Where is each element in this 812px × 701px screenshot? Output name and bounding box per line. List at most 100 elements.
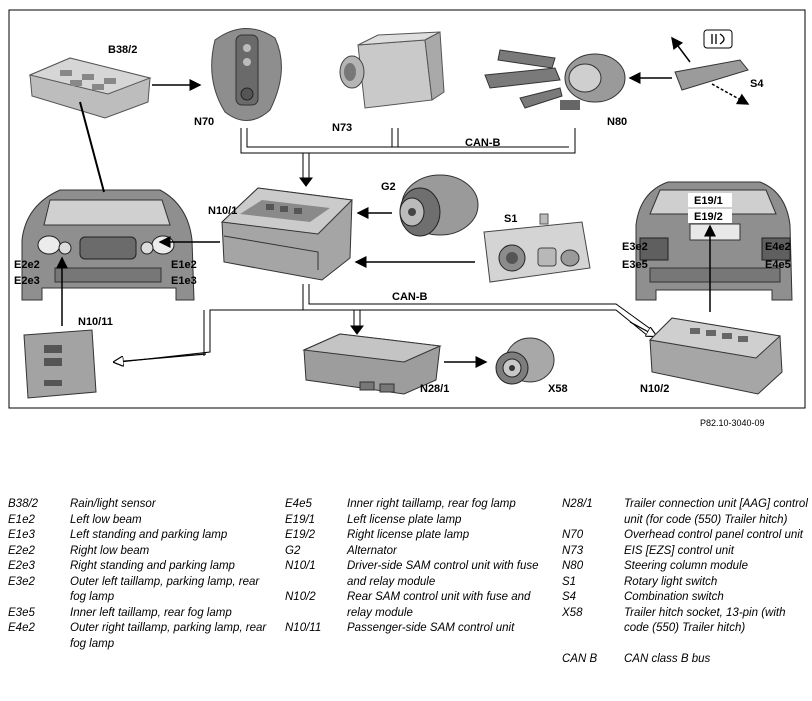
arrow-can-to-n10-11 [114, 353, 207, 362]
wiring-diagram: B38/2 N70 N73 N80 S4 [8, 9, 806, 409]
legend-code: N10/2 [285, 591, 316, 603]
legend-description: Rear SAM control unit with fuse and rela… [347, 591, 531, 619]
rear-car-illustration [635, 181, 793, 301]
legend-row: X58 Trailer hitch socket, 13-pin (with co… [562, 606, 808, 637]
label-n80: N80 [607, 116, 627, 128]
n73-component [339, 31, 445, 109]
label-bg-e19-2 [688, 209, 732, 223]
label-e1e3: E1e3 [171, 275, 197, 287]
legend-description: Trailer hitch socket, 13-pin (with code … [624, 606, 786, 635]
n10-1-component [220, 187, 354, 281]
legend-row: E3e2 Outer left taillamp, parking lamp, r… [8, 575, 278, 606]
legend-description: Left low beam [70, 513, 142, 526]
label-e2e2: E2e2 [14, 259, 40, 271]
legend-row: E2e3 Right standing and parking lamp [8, 559, 278, 575]
s4-component [671, 29, 750, 105]
legend-description: Right low beam [70, 544, 150, 557]
front-car-illustration [21, 189, 195, 301]
legend-row: E1e2 Left low beam [8, 513, 278, 529]
legend-description: Steering column module [624, 560, 749, 572]
legend-code: X58 [562, 606, 583, 619]
legend-description: EIS [EZS] control unit [624, 544, 734, 557]
label-b38-2: B38/2 [108, 44, 137, 56]
legend-description: Outer left taillamp, parking lamp, rear … [70, 575, 260, 604]
legend-row: E1e3 Left standing and parking lamp [8, 528, 278, 544]
label-e4e5: E4e5 [765, 259, 791, 271]
legend-code: E4e5 [285, 498, 312, 510]
g2-component [399, 174, 479, 237]
label-n10-11: N10/11 [78, 316, 113, 328]
legend-description: Passenger-side SAM control unit [347, 622, 515, 634]
legend-code: E19/2 [285, 529, 316, 541]
legend-row: E4e5 Inner right taillamp, rear fog lamp [285, 497, 555, 513]
legend-code: E2e3 [8, 560, 35, 572]
legend-code: N80 [562, 560, 584, 572]
legend-code: E1e3 [8, 529, 35, 541]
legend-code: N70 [562, 529, 584, 541]
legend-description: Inner right taillamp, rear fog lamp [347, 498, 516, 510]
legend-description: Rotary light switch [624, 575, 718, 588]
legend-description: Combination switch [624, 591, 724, 603]
label-s4: S4 [750, 78, 764, 90]
legend-code: N73 [562, 544, 584, 557]
legend-code: E3e5 [8, 606, 35, 619]
label-n73: N73 [332, 122, 352, 134]
label-e2e3: E2e3 [14, 275, 40, 287]
legend-description: Left standing and parking lamp [70, 529, 228, 541]
legend-code: E2e2 [8, 544, 35, 557]
label-g2: G2 [381, 181, 396, 193]
legend-description [624, 637, 808, 652]
legend-row: N10/11 Passenger-side SAM control unit [285, 621, 555, 637]
legend-row: G2 Alternator [285, 544, 555, 560]
s1-component [483, 213, 591, 283]
legend-code: S1 [562, 575, 577, 588]
label-n28-1: N28/1 [420, 383, 449, 395]
legend-code: B38/2 [8, 498, 39, 510]
label-can-b-bottom: CAN-B [392, 291, 427, 303]
legend-code: E4e2 [8, 622, 35, 634]
b38-2-component [28, 57, 152, 119]
legend-code: E19/1 [285, 513, 316, 526]
legend-code: E3e2 [8, 575, 35, 588]
legend-description: Alternator [347, 544, 397, 557]
label-e19-1: E19/1 [694, 195, 723, 207]
n10-2-component [648, 317, 783, 395]
legend-row: E3e5 Inner left taillamp, rear fog lamp [8, 606, 278, 622]
legend-row: N73 EIS [EZS] control unit [562, 544, 808, 560]
label-e3e5: E3e5 [622, 259, 648, 271]
label-e1e2: E1e2 [171, 259, 197, 271]
label-bg-e19-1 [688, 193, 732, 207]
label-e4e2: E4e2 [765, 241, 791, 253]
legend-code: S4 [562, 591, 577, 603]
n80-component [484, 49, 626, 110]
legend-description: Trailer connection unit [AAG] control un… [624, 498, 808, 526]
can-b-bottom-bus [119, 284, 653, 363]
label-n70: N70 [194, 116, 214, 128]
legend-code: N10/11 [285, 622, 322, 634]
label-can-b-top: CAN-B [465, 137, 500, 149]
legend-row: B38/2 Rain/light sensor [8, 497, 278, 513]
legend-row: S4 Combination switch [562, 590, 808, 606]
legend-description: Right standing and parking lamp [70, 560, 235, 572]
legend-description: Inner left taillamp, rear fog lamp [70, 606, 232, 619]
legend-row: E2e2 Right low beam [8, 544, 278, 560]
x58-component [495, 337, 555, 385]
legend-code: CAN B [562, 652, 598, 665]
legend-code: E1e2 [8, 513, 35, 526]
legend-row: E4e2 Outer right taillamp, parking lamp, … [8, 621, 278, 652]
legend-code: G2 [285, 544, 301, 557]
n28-1-component [302, 333, 442, 395]
legend-description: Outer right taillamp, parking lamp, rear… [70, 622, 267, 650]
legend-description: CAN class B bus [624, 652, 711, 665]
label-e3e2: E3e2 [622, 241, 648, 253]
legend-description: Rain/light sensor [70, 498, 156, 510]
legend-description: Driver-side SAM control unit with fuse a… [347, 560, 539, 588]
label-n10-1: N10/1 [208, 205, 237, 217]
